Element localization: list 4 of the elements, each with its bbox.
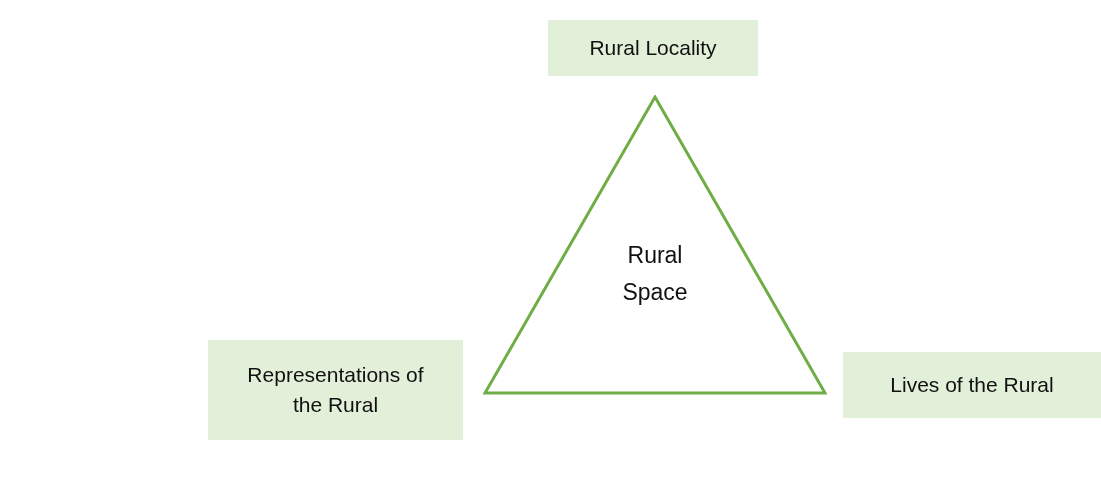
- label-box: Rural Locality: [548, 20, 758, 76]
- label-box: Lives of the Rural: [843, 352, 1101, 418]
- label-box: Representations of the Rural: [208, 340, 463, 440]
- node-label: Rural Space: [621, 241, 689, 307]
